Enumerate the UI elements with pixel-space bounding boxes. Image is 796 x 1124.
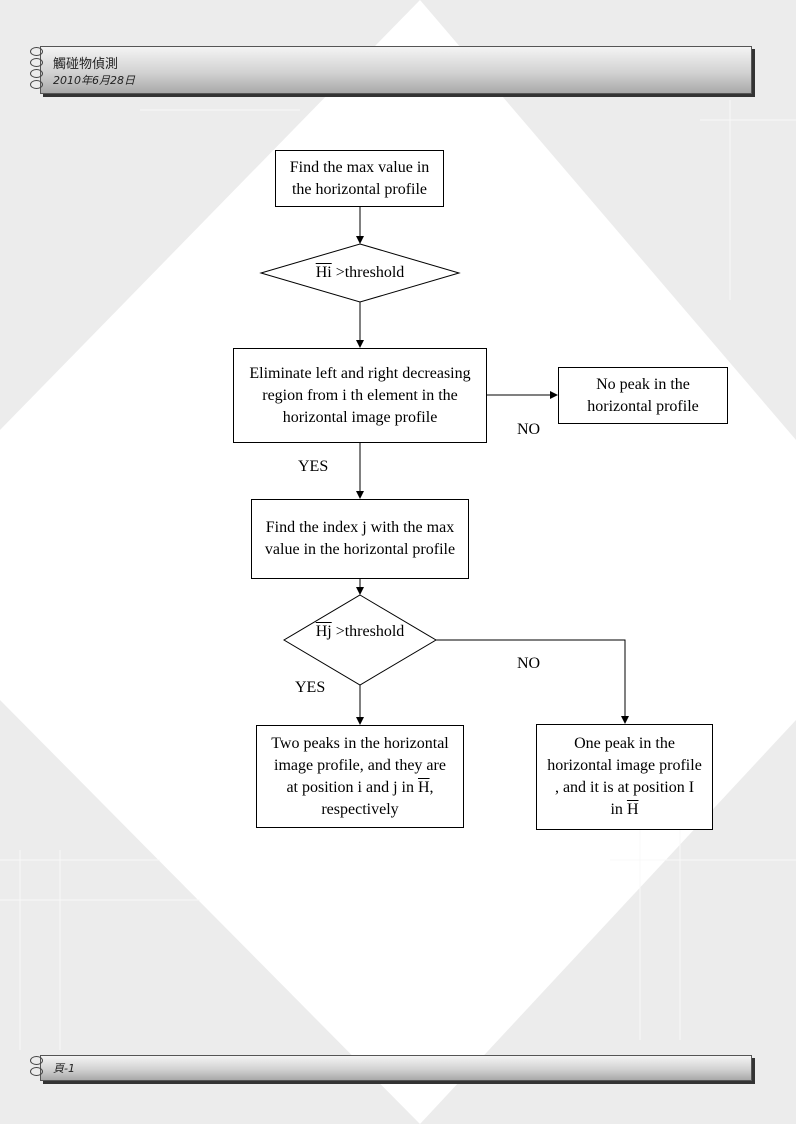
step-no-peak: No peak in the horizontal profile xyxy=(558,367,728,424)
two-peaks-line-3-comma: , xyxy=(429,778,434,796)
one-peak-line-1: One peak in the xyxy=(574,735,675,752)
result-one-peak: One peak in the horizontal image profile… xyxy=(536,724,713,830)
one-peak-h-symbol: H xyxy=(626,801,639,818)
step-find-index-j: Find the index j with the max value in t… xyxy=(251,499,469,579)
decision-hi-symbol: Hi xyxy=(315,264,332,281)
decision-hi-threshold: Hi >threshold xyxy=(280,262,440,284)
result-two-peaks: Two peaks in the horizontal image profil… xyxy=(256,725,464,828)
document-date: 2010年6月28日 xyxy=(53,74,135,87)
decision-hj-condition: >threshold xyxy=(331,623,405,640)
header-banner: 觸碰物偵測 2010年6月28日 xyxy=(40,46,752,94)
header-binder-rings xyxy=(30,47,43,91)
two-peaks-line-1: Two peaks in the horizontal xyxy=(271,734,449,752)
label-no-2: NO xyxy=(517,655,541,672)
step-eliminate-region: Eliminate left and right decreasing regi… xyxy=(233,348,487,443)
decision-hi-condition: >threshold xyxy=(331,264,405,281)
footer-banner: 頁-1 xyxy=(40,1055,752,1081)
arrow-hj-to-onepeak xyxy=(436,639,629,724)
page-number: 頁-1 xyxy=(53,1062,75,1075)
one-peak-line-4: in H xyxy=(610,799,638,821)
background-grid xyxy=(0,100,796,1050)
one-peak-line-4-text: in xyxy=(610,801,627,818)
two-peaks-line-2: image profile, and they are xyxy=(274,756,446,774)
label-yes-1: YES xyxy=(298,458,329,475)
two-peaks-line-3-text: at position i and j in xyxy=(286,778,418,796)
two-peaks-line-3: at position i and j in H, xyxy=(286,777,433,799)
decision-hj-threshold: Hj >threshold xyxy=(290,621,430,643)
one-peak-line-3: , and it is at position I xyxy=(554,779,695,796)
one-peak-line-2: horizontal image profile xyxy=(547,757,702,774)
footer-binder-rings xyxy=(30,1056,43,1078)
document-title: 觸碰物偵測 xyxy=(53,57,119,72)
two-peaks-h-symbol: H xyxy=(417,778,430,796)
step-find-max: Find the max value in the horizontal pro… xyxy=(275,150,444,207)
label-yes-2: YES xyxy=(295,679,326,696)
two-peaks-line-4: respectively xyxy=(321,800,399,818)
label-no-1: NO xyxy=(517,421,541,438)
decision-hj-symbol: Hj xyxy=(315,623,332,640)
